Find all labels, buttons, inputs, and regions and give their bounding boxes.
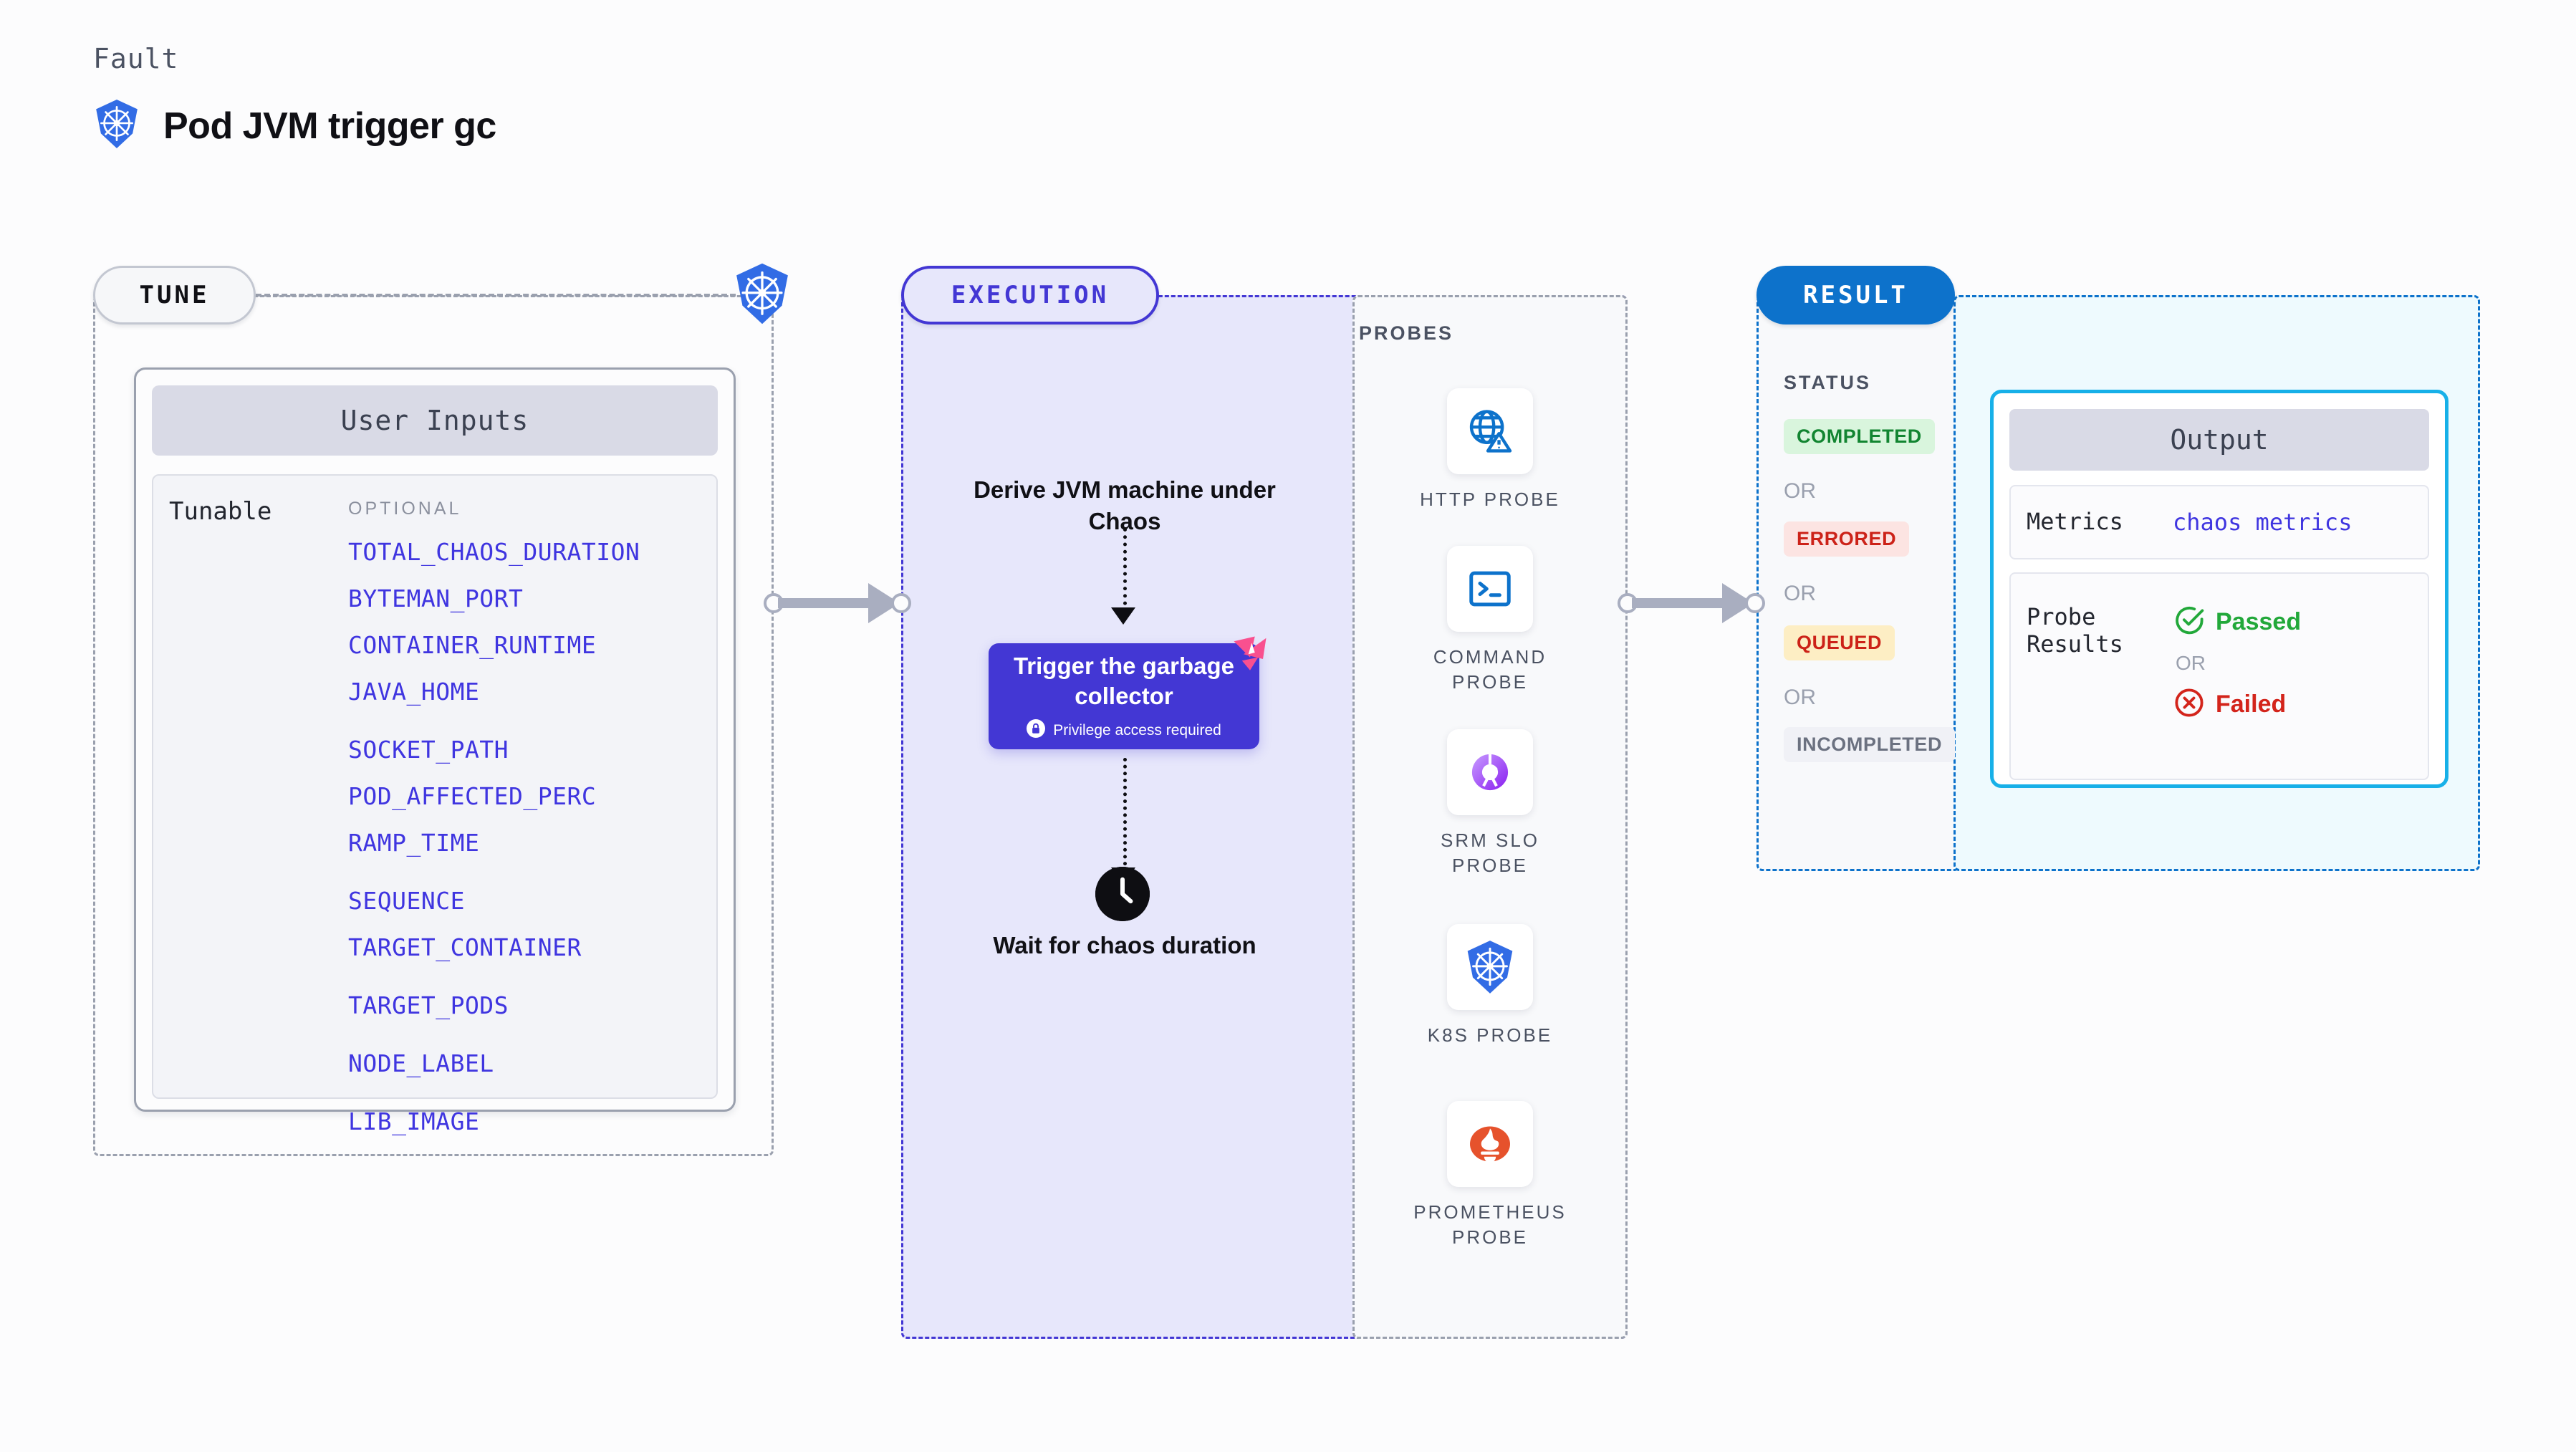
tunable-row-label: Tunable — [169, 497, 272, 526]
page-header: Fault Pod JVM trigger gc — [93, 43, 496, 153]
status-or-label: OR — [1784, 582, 1816, 605]
output-metrics-row: Metrics chaos metrics — [2009, 485, 2429, 559]
tunable-item[interactable]: LIB_IMAGE — [348, 1107, 480, 1135]
tunable-list: OPTIONAL TOTAL_CHAOS_DURATION BYTEMAN_PO… — [348, 499, 703, 1135]
flow-connector-1 — [1123, 528, 1127, 612]
status-badge-errored: ERRORED — [1784, 521, 1910, 557]
action-card-title: Trigger the garbage collector — [1013, 652, 1235, 709]
globe-warning-icon — [1447, 388, 1533, 474]
probe-label: PROMETHEUS PROBE — [1413, 1201, 1567, 1249]
probe-item-command[interactable]: COMMAND PROBE — [1404, 546, 1576, 695]
terminal-icon — [1447, 546, 1533, 632]
page-title: Pod JVM trigger gc — [163, 105, 496, 147]
privilege-note-row: Privilege access required — [1027, 719, 1221, 741]
probe-item-prometheus[interactable]: PROMETHEUS PROBE — [1404, 1101, 1576, 1250]
output-probe-results-row: Probe Results Passed OR — [2009, 572, 2429, 780]
connector-shaft — [1632, 598, 1739, 608]
tunable-item[interactable]: JAVA_HOME — [348, 678, 480, 706]
privilege-note-text: Privilege access required — [1053, 721, 1221, 739]
kubernetes-icon — [733, 262, 792, 329]
connector-execution-to-result — [1618, 582, 1775, 625]
stage-pill-result: RESULT — [1756, 266, 1955, 324]
tunable-box: Tunable OPTIONAL TOTAL_CHAOS_DURATION BY… — [152, 474, 718, 1135]
probe-results-values: Passed OR Failed — [2173, 604, 2428, 779]
optional-column-header: OPTIONAL — [348, 499, 462, 519]
probe-label: HTTP PROBE — [1420, 489, 1560, 510]
user-inputs-title: User Inputs — [152, 385, 718, 456]
probe-label: K8S PROBE — [1427, 1024, 1553, 1046]
tunable-item[interactable]: SEQUENCE — [348, 887, 465, 915]
stage-pill-execution: EXECUTION — [901, 266, 1159, 324]
tune-top-dashed-line — [256, 294, 736, 297]
connector-end-dot — [1745, 593, 1765, 613]
prometheus-icon — [1447, 1101, 1533, 1187]
litmus-icon — [1231, 633, 1269, 675]
probe-item-k8s[interactable]: K8S PROBE — [1404, 924, 1576, 1048]
probe-label: COMMAND PROBE — [1433, 646, 1547, 693]
tunable-item[interactable]: NODE_LABEL — [348, 1049, 494, 1077]
probe-result-passed: Passed — [2173, 604, 2428, 640]
status-or-label: OR — [1784, 686, 1816, 709]
execution-step-wait: Wait for chaos duration — [993, 932, 1256, 958]
connector-shaft — [778, 598, 885, 608]
user-inputs-card: User Inputs Tunable OPTIONAL TOTAL_CHAOS… — [134, 367, 736, 1135]
stage-pill-tune: TUNE — [93, 266, 256, 324]
flow-connector-2 — [1123, 758, 1127, 872]
lock-icon — [1027, 719, 1046, 741]
status-or-label: OR — [1784, 479, 1816, 503]
tunable-item[interactable]: SOCKET_PATH — [348, 736, 509, 764]
probe-result-failed: Failed — [2173, 686, 2428, 723]
probe-results-or-label: OR — [2176, 652, 2206, 674]
output-card-title: Output — [2009, 409, 2429, 471]
output-card: Output Metrics chaos metrics Probe Resul… — [1990, 390, 2448, 788]
execution-step-derive: Derive JVM machine under Chaos — [974, 476, 1276, 534]
status-badge-queued: QUEUED — [1784, 625, 1895, 660]
failed-label: Failed — [2216, 691, 2287, 718]
metrics-value[interactable]: chaos metrics — [2173, 509, 2352, 536]
execution-action-card[interactable]: Trigger the garbage collector Privilege … — [989, 643, 1259, 749]
tunable-item[interactable]: CONTAINER_RUNTIME — [348, 631, 597, 659]
metrics-key: Metrics — [2027, 508, 2123, 536]
connector-end-dot — [891, 593, 911, 613]
tunable-item[interactable]: POD_AFFECTED_PERC — [348, 782, 597, 810]
probe-item-srm-slo[interactable]: SRM SLO PROBE — [1404, 729, 1576, 878]
status-badge-incompleted: INCOMPLETED — [1784, 727, 1956, 762]
status-label: STATUS — [1784, 372, 1871, 393]
check-circle-icon — [2173, 604, 2206, 640]
probes-label: PROBES — [1359, 322, 1454, 344]
kubernetes-icon — [93, 99, 140, 153]
tunable-item[interactable]: TOTAL_CHAOS_DURATION — [348, 538, 640, 566]
clock-icon — [1095, 867, 1150, 921]
fault-kicker: Fault — [93, 43, 179, 74]
passed-label: Passed — [2216, 608, 2302, 635]
x-circle-icon — [2173, 686, 2206, 723]
title-row: Pod JVM trigger gc — [93, 99, 496, 153]
srm-slo-icon — [1447, 729, 1533, 815]
flow-arrowhead-1 — [1111, 607, 1135, 625]
probe-item-http[interactable]: HTTP PROBE — [1404, 388, 1576, 512]
probe-results-key: Probe Results — [2027, 603, 2123, 658]
tunable-item[interactable]: BYTEMAN_PORT — [348, 585, 524, 612]
tunable-item[interactable]: TARGET_PODS — [348, 991, 509, 1019]
status-badge-completed: COMPLETED — [1784, 419, 1935, 454]
tunable-item[interactable]: RAMP_TIME — [348, 829, 480, 857]
connector-tune-to-execution — [764, 582, 921, 625]
tunable-item[interactable]: TARGET_CONTAINER — [348, 933, 582, 961]
probe-label: SRM SLO PROBE — [1440, 830, 1540, 877]
kubernetes-icon — [1447, 924, 1533, 1010]
